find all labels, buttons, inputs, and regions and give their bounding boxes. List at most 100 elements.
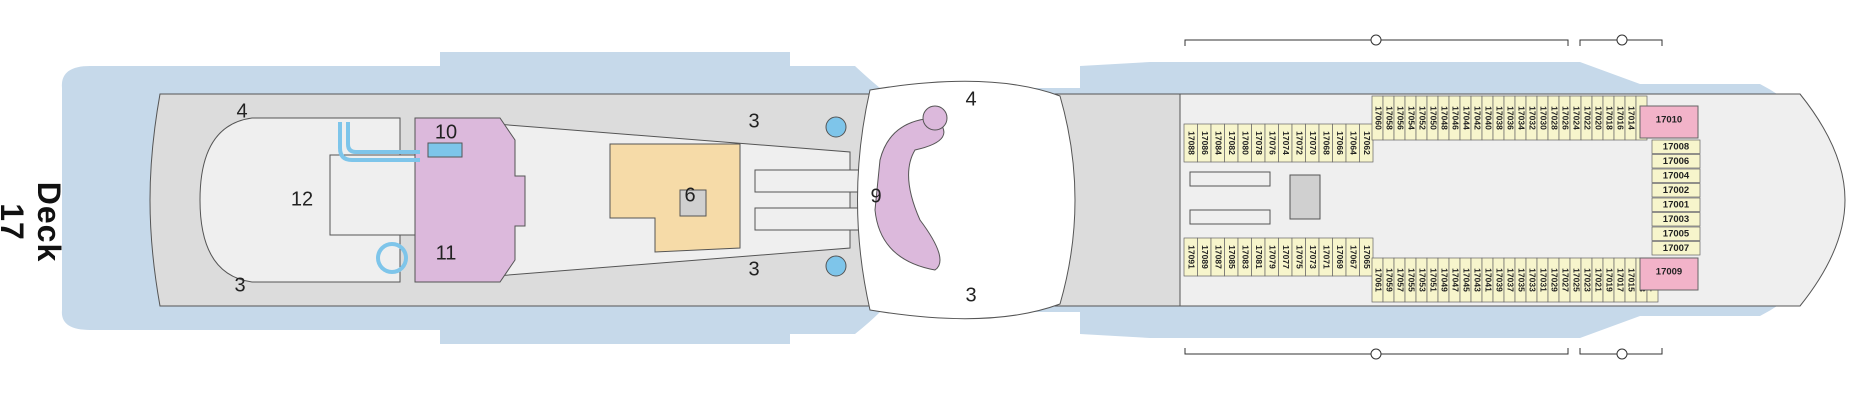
cabin[interactable]: 17022 <box>1580 95 1593 141</box>
cabin[interactable]: 17044 <box>1459 95 1472 141</box>
cabin[interactable]: 17039 <box>1492 257 1505 303</box>
cabin[interactable]: 17086 <box>1197 123 1212 163</box>
cabin[interactable]: 17060 <box>1371 95 1384 141</box>
cabin[interactable]: 17032 <box>1525 95 1538 141</box>
cabin[interactable]: 17004 <box>1651 168 1701 183</box>
cabin[interactable]: 17069 <box>1332 237 1347 277</box>
cabin[interactable]: 17034 <box>1514 95 1527 141</box>
cabin[interactable]: 17029 <box>1547 257 1560 303</box>
cabin[interactable]: 17073 <box>1305 237 1320 277</box>
cabin-number: 17002 <box>1663 185 1689 196</box>
cabin-box <box>1651 139 1701 154</box>
cabin[interactable]: 17005 <box>1651 226 1701 241</box>
cabin[interactable]: 17036 <box>1503 95 1516 141</box>
cabin[interactable]: 17019 <box>1602 257 1615 303</box>
cabin[interactable]: 17089 <box>1197 237 1212 277</box>
cabin-box <box>1651 168 1701 183</box>
cabin[interactable]: 17056 <box>1393 95 1406 141</box>
cabin[interactable]: 17083 <box>1237 237 1252 277</box>
cabin[interactable]: 17002 <box>1651 183 1701 198</box>
cabin[interactable]: 17024 <box>1569 95 1582 141</box>
cabin[interactable]: 17030 <box>1536 95 1549 141</box>
cabin[interactable]: 17033 <box>1525 257 1538 303</box>
cabin[interactable]: 17076 <box>1264 123 1279 163</box>
cabin[interactable]: 17067 <box>1345 237 1360 277</box>
cabin[interactable]: 17080 <box>1237 123 1252 163</box>
cabin[interactable]: 17068 <box>1318 123 1333 163</box>
cabin[interactable]: 17085 <box>1224 237 1239 277</box>
cabin[interactable]: 17001 <box>1651 197 1701 212</box>
cabin[interactable]: 17066 <box>1332 123 1347 163</box>
cabin[interactable]: 17059 <box>1382 257 1395 303</box>
cabin[interactable]: 17027 <box>1558 257 1571 303</box>
cabin-number: 17066 <box>1335 131 1345 155</box>
cabin[interactable]: 17048 <box>1437 95 1450 141</box>
cabin[interactable]: 17065 <box>1359 237 1374 277</box>
cabin[interactable]: 17087 <box>1210 237 1225 277</box>
cabin[interactable]: 17081 <box>1251 237 1266 277</box>
cabin[interactable]: 17046 <box>1448 95 1461 141</box>
cabin[interactable]: 17055 <box>1404 257 1417 303</box>
cabin[interactable]: 17040 <box>1481 95 1494 141</box>
zone-number-label: 12 <box>291 188 313 210</box>
cabin[interactable]: 17017 <box>1613 257 1626 303</box>
cabin[interactable]: 17061 <box>1371 257 1384 303</box>
cabin[interactable]: 17021 <box>1591 257 1604 303</box>
cabin[interactable]: 17045 <box>1459 257 1472 303</box>
suite-cabin[interactable]: 17010 <box>1639 105 1699 139</box>
cabin[interactable]: 17007 <box>1651 241 1701 256</box>
cabin[interactable]: 17016 <box>1613 95 1626 141</box>
cabin[interactable]: 17018 <box>1602 95 1615 141</box>
cabin[interactable]: 17062 <box>1359 123 1374 163</box>
cabin[interactable]: 17075 <box>1291 237 1306 277</box>
cabin[interactable]: 17038 <box>1492 95 1505 141</box>
cabin-number: 17057 <box>1395 268 1405 292</box>
cabin[interactable]: 17070 <box>1305 123 1320 163</box>
suite-cabin[interactable]: 17009 <box>1639 257 1699 291</box>
cabin[interactable]: 17043 <box>1470 257 1483 303</box>
cabin[interactable]: 17079 <box>1264 237 1279 277</box>
cabin[interactable]: 17088 <box>1183 123 1198 163</box>
cabin[interactable]: 17049 <box>1437 257 1450 303</box>
cabin[interactable]: 17006 <box>1651 154 1701 169</box>
cabin[interactable]: 17058 <box>1382 95 1395 141</box>
cabin-number: 17049 <box>1439 268 1449 292</box>
cabin[interactable]: 17082 <box>1224 123 1239 163</box>
cabin-number: 17035 <box>1516 268 1526 292</box>
cabin[interactable]: 17020 <box>1591 95 1604 141</box>
cabin[interactable]: 17031 <box>1536 257 1549 303</box>
cabin[interactable]: 17057 <box>1393 257 1406 303</box>
cabin[interactable]: 17035 <box>1514 257 1527 303</box>
cabin[interactable]: 17077 <box>1278 237 1293 277</box>
cabin[interactable]: 17084 <box>1210 123 1225 163</box>
cabin[interactable]: 17042 <box>1470 95 1483 141</box>
cabin[interactable]: 17091 <box>1183 237 1198 277</box>
cabin[interactable]: 17037 <box>1503 257 1516 303</box>
cabin-number: 17082 <box>1227 131 1237 155</box>
cabin[interactable]: 17014 <box>1624 95 1637 141</box>
cabin[interactable]: 17023 <box>1580 257 1593 303</box>
cabin[interactable]: 17054 <box>1404 95 1417 141</box>
cabin[interactable]: 17064 <box>1345 123 1360 163</box>
cabin-number: 17038 <box>1494 106 1504 130</box>
cabin-number: 17017 <box>1615 268 1625 292</box>
cabin[interactable]: 17003 <box>1651 212 1701 227</box>
cabin-number: 17053 <box>1417 268 1427 292</box>
cabin[interactable]: 17047 <box>1448 257 1461 303</box>
cabin[interactable]: 17074 <box>1278 123 1293 163</box>
cabin[interactable]: 17041 <box>1481 257 1494 303</box>
cabin[interactable]: 17052 <box>1415 95 1428 141</box>
cabin[interactable]: 17051 <box>1426 257 1439 303</box>
cabin[interactable]: 17050 <box>1426 95 1439 141</box>
cabin-number: 17073 <box>1308 245 1318 269</box>
cabin[interactable]: 17015 <box>1624 257 1637 303</box>
cabin[interactable]: 17026 <box>1558 95 1571 141</box>
cabin[interactable]: 17072 <box>1291 123 1306 163</box>
cabin[interactable]: 17025 <box>1569 257 1582 303</box>
cabin[interactable]: 17028 <box>1547 95 1560 141</box>
cabin-number: 17031 <box>1538 268 1548 292</box>
cabin[interactable]: 17053 <box>1415 257 1428 303</box>
cabin[interactable]: 17078 <box>1251 123 1266 163</box>
cabin[interactable]: 17071 <box>1318 237 1333 277</box>
cabin[interactable]: 17008 <box>1651 139 1701 154</box>
